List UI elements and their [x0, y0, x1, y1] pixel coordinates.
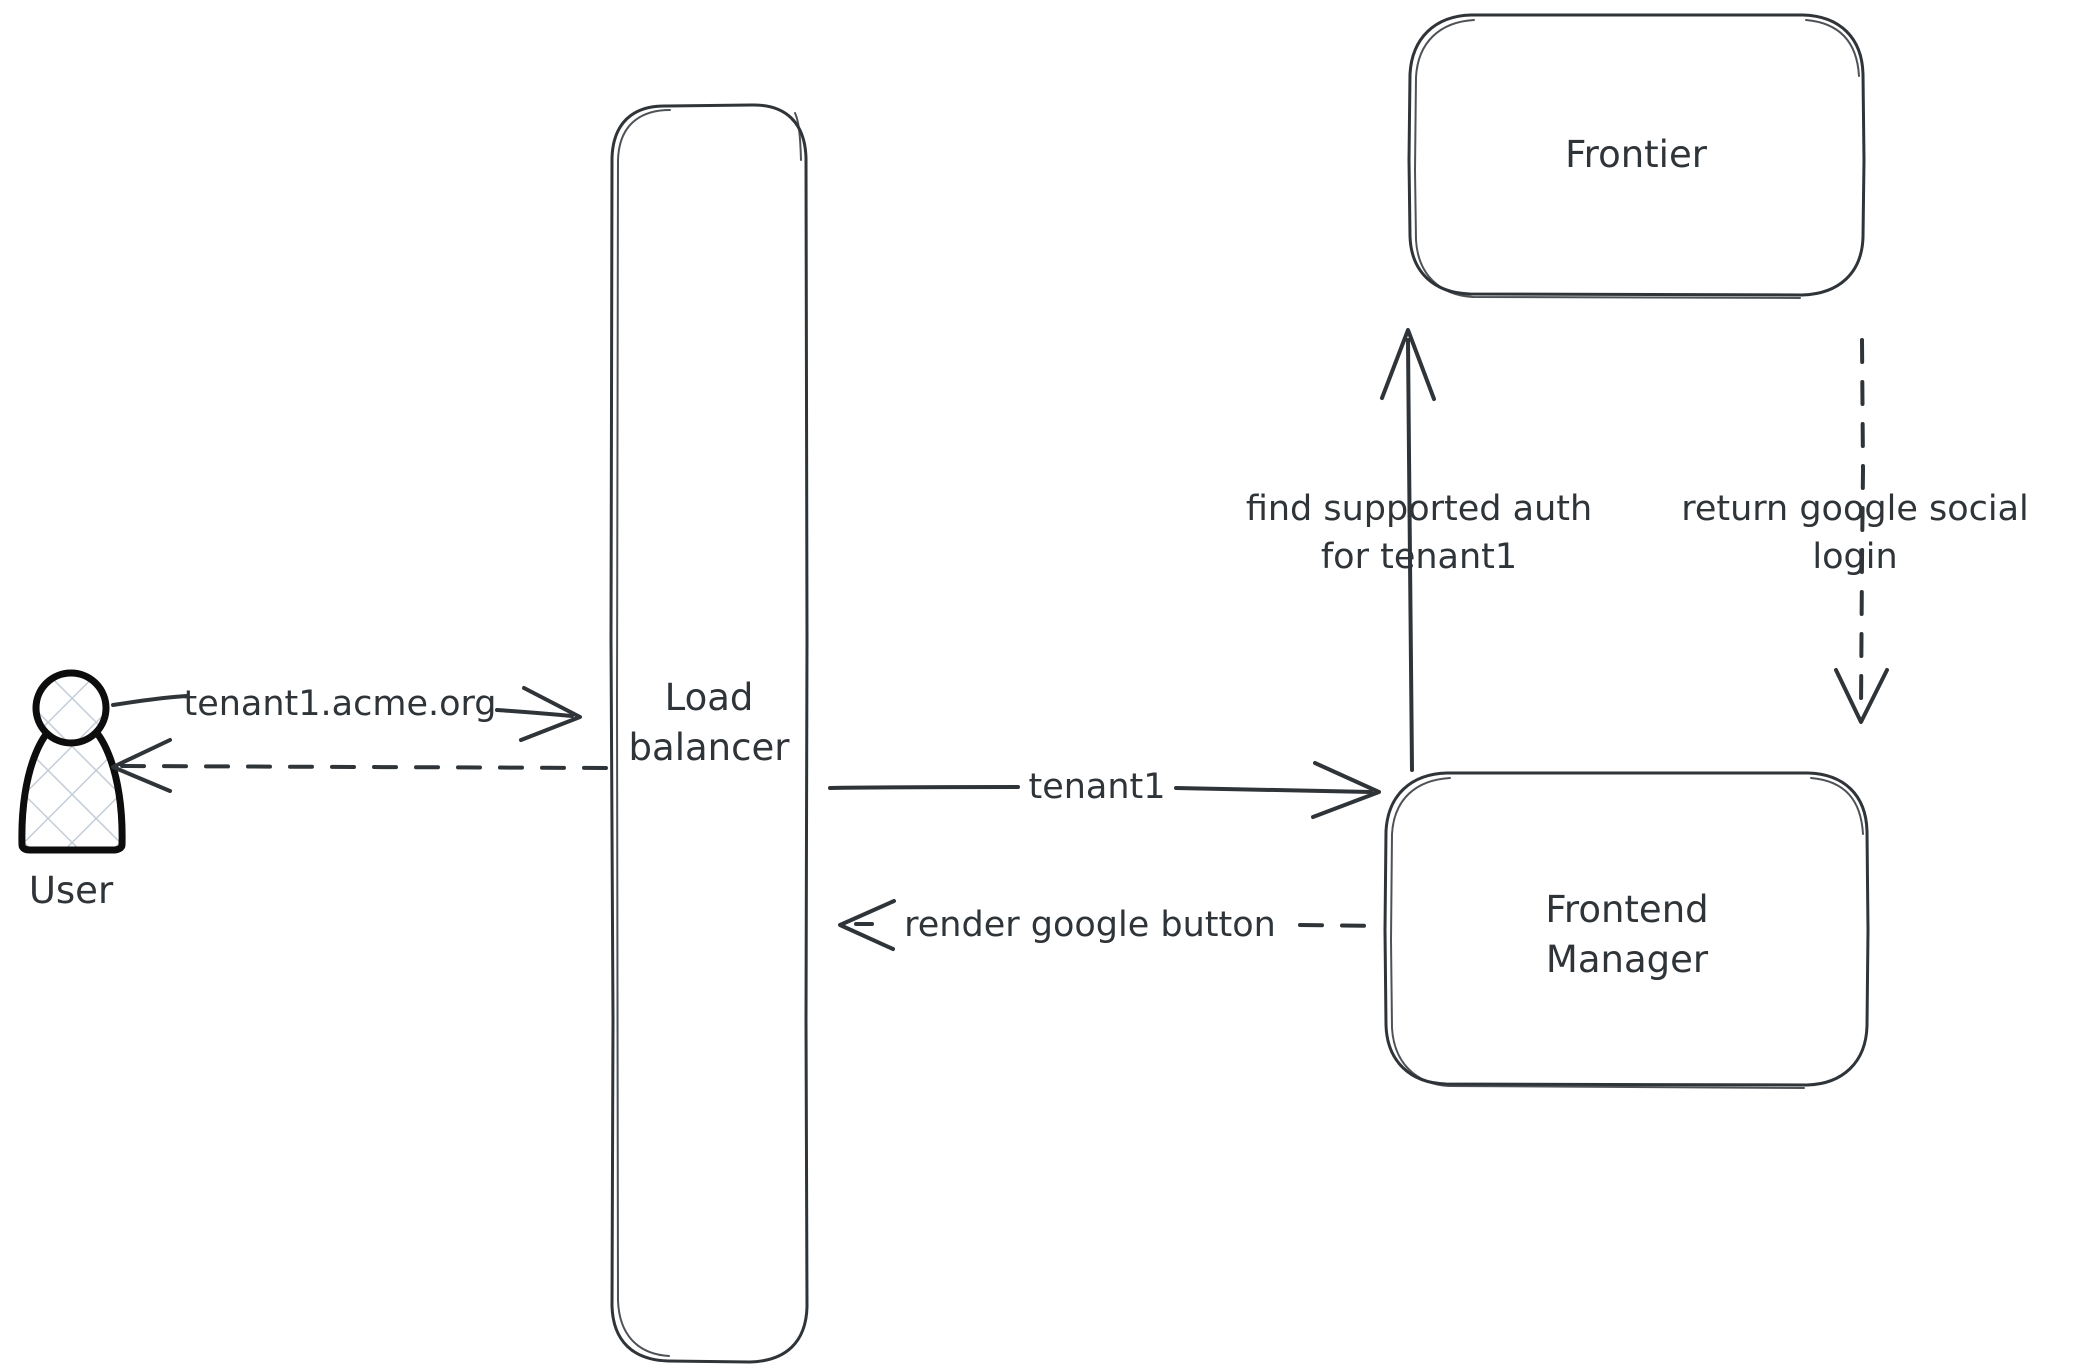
- user-head-icon: [32, 669, 110, 747]
- edge-lb-to-user-line: [120, 764, 610, 770]
- edge-load-balancer-to-user[interactable]: [111, 738, 610, 793]
- edge-fm-to-frontier-line: [1406, 338, 1414, 772]
- edge-lb-to-user-arrowhead: [111, 738, 172, 793]
- node-frontier[interactable]: Frontier: [1407, 13, 1866, 299]
- edge-frontend-manager-to-load-balancer[interactable]: render google button: [838, 899, 1384, 951]
- edge-user-to-lb-line: [111, 694, 189, 707]
- node-label-load-balancer-line2: balancer: [629, 726, 791, 769]
- node-user[interactable]: User: [18, 669, 126, 912]
- edge-lb-to-fm-arrowhead: [1311, 761, 1381, 819]
- user-body-icon: [18, 714, 126, 854]
- edge-frontend-manager-to-frontier[interactable]: find supported auth for tenant1: [1246, 328, 1592, 772]
- node-label-frontend-manager-line1: Frontend: [1545, 888, 1708, 931]
- edge-lb-to-fm-line-right: [1174, 786, 1373, 794]
- edge-user-to-lb-arrowhead: [519, 686, 582, 742]
- node-label-user: User: [29, 869, 114, 912]
- edge-lb-to-fm-line-left: [828, 785, 1020, 790]
- edge-label-return-google-social-line1: return google social: [1681, 489, 2029, 529]
- edge-frontier-to-fm-line: [1859, 338, 1866, 712]
- node-label-load-balancer-line1: Load: [665, 676, 754, 719]
- node-load-balancer[interactable]: Load balancer: [609, 103, 809, 1364]
- edge-frontier-to-frontend-manager[interactable]: return google social login: [1681, 338, 2029, 724]
- edge-fm-to-frontier-arrowhead: [1380, 328, 1436, 401]
- node-label-frontier: Frontier: [1565, 133, 1708, 176]
- edge-label-return-google-social-line2: login: [1812, 537, 1897, 577]
- edge-fm-to-lb-line-right: [1298, 923, 1384, 928]
- node-frontend-manager[interactable]: Frontend Manager: [1383, 771, 1870, 1089]
- edge-user-to-lb-line-right: [495, 708, 574, 718]
- edge-frontier-to-fm-arrowhead: [1834, 668, 1889, 724]
- edge-fm-to-lb-arrowhead: [838, 899, 896, 951]
- edge-label-render-google-button: render google button: [904, 905, 1276, 945]
- node-label-frontend-manager-line2: Manager: [1546, 938, 1709, 981]
- edge-user-to-load-balancer[interactable]: tenant1.acme.org: [111, 684, 582, 742]
- edge-label-tenant1: tenant1: [1028, 767, 1165, 807]
- edge-label-find-supported-auth-line1: find supported auth: [1246, 489, 1592, 529]
- edge-load-balancer-to-frontend-manager[interactable]: tenant1: [828, 761, 1381, 819]
- edge-label-tenant1-acme-org: tenant1.acme.org: [183, 684, 496, 724]
- edge-label-find-supported-auth-line2: for tenant1: [1321, 537, 1517, 577]
